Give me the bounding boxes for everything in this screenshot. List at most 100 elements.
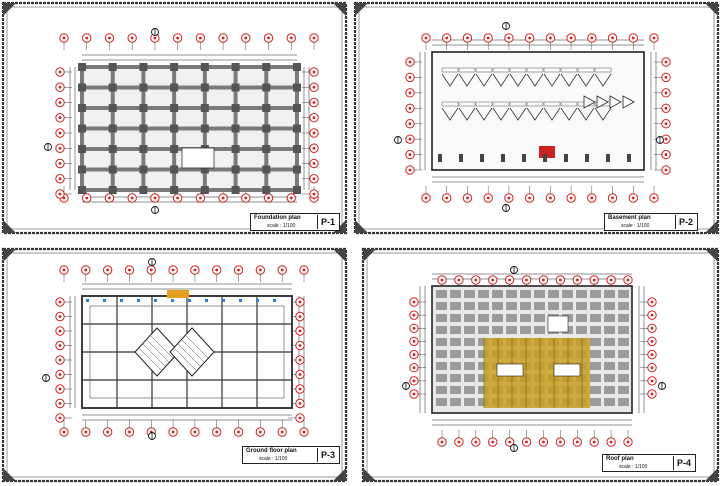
- pad-footing: [170, 104, 179, 112]
- grid-bubble-dot: [542, 278, 545, 282]
- roof-tile: [478, 314, 489, 322]
- grid-bubble-dot: [542, 440, 545, 444]
- pad-footing: [200, 186, 209, 194]
- roof-tile: [464, 386, 475, 394]
- grid-bubble-dot: [424, 196, 428, 200]
- parking-bay: [509, 107, 527, 121]
- grid-bubble-dot: [289, 36, 293, 40]
- grid-bubble-dot: [237, 268, 240, 272]
- pad-footing: [170, 83, 179, 92]
- sheet-foundation-plan[interactable]: Foundation plan scale : 1/100 P-1: [1, 1, 348, 235]
- grid-bubble-dot: [149, 268, 153, 272]
- grid-bubble-dot: [312, 116, 316, 120]
- roof-tile: [604, 338, 615, 346]
- entrance-canopy: [167, 290, 189, 298]
- roof-tile: [478, 398, 489, 406]
- grid-bubble-dot: [244, 36, 248, 40]
- pad-footing: [262, 145, 271, 153]
- pad-footing: [231, 145, 240, 153]
- pad-footing: [231, 63, 240, 71]
- roof-tile: [562, 290, 573, 298]
- roof-tile: [590, 386, 601, 394]
- grid-bubble-dot: [176, 36, 180, 40]
- sheet-ground-floor-plan[interactable]: Ground floor plan scale : 1/100 P-3: [1, 247, 348, 483]
- window-mark: [137, 299, 140, 302]
- roof-tile: [604, 302, 615, 310]
- pad-footing: [170, 165, 179, 174]
- stair-tread: [173, 347, 197, 371]
- parking-stall: [526, 67, 544, 73]
- pad-footing: [293, 124, 301, 133]
- grid-bubble-dot: [650, 326, 654, 330]
- parking-stall: [560, 67, 578, 73]
- roof-tile: [492, 302, 503, 310]
- column: [480, 154, 484, 162]
- grid-bubble-dot: [215, 430, 219, 434]
- column: [606, 154, 610, 162]
- grid-bubble-dot: [611, 36, 614, 40]
- pad-footing: [293, 83, 301, 92]
- pad-footing: [293, 63, 301, 71]
- grid-bubble-dot: [312, 177, 316, 181]
- foundation-plan-drawing: [1, 1, 348, 235]
- grid-bubble-dot: [525, 278, 528, 282]
- grid-bubble-dot: [62, 268, 66, 272]
- grid-bubble-dot: [569, 36, 573, 40]
- sheet-scale: scale : 1/100: [621, 223, 650, 229]
- grid-bubble-dot: [507, 196, 511, 200]
- grid-bubble-dot: [650, 379, 654, 383]
- corner-mark: [355, 3, 368, 16]
- roof-tile: [618, 398, 629, 406]
- parking-bay: [594, 107, 612, 121]
- column: [543, 154, 547, 162]
- grid-bubble-dot: [507, 36, 511, 40]
- roof-tile: [464, 398, 475, 406]
- grid-bubble-dot: [408, 137, 412, 141]
- ramp-arrow: [596, 95, 609, 109]
- grid-bubble-dot: [664, 106, 668, 110]
- grid-bubble-dot: [58, 85, 62, 89]
- grid-bubble-dot: [258, 430, 262, 434]
- grid-bubble-dot: [652, 196, 656, 200]
- grid-bubble-dot: [412, 340, 416, 343]
- grid-bubble-dot: [590, 36, 594, 40]
- roof-tile: [576, 302, 587, 310]
- grid-bubble-dot: [193, 430, 197, 434]
- grid-bubble-dot: [153, 36, 157, 40]
- grid-bubble-dot: [84, 430, 88, 434]
- parking-stall: [509, 67, 527, 73]
- roof-tile: [618, 290, 629, 298]
- parking-bay: [560, 73, 578, 87]
- grid-bubble-dot: [267, 36, 270, 40]
- roof-tile: [506, 314, 517, 322]
- roof-tile: [618, 338, 629, 346]
- grid-bubble-dot: [626, 278, 630, 282]
- roof-tile: [478, 302, 489, 310]
- title-block: Roof plan scale : 1/100 P-4: [602, 454, 696, 472]
- roof-tile: [590, 350, 601, 358]
- grid-bubble-dot: [221, 36, 225, 40]
- roof-tile: [492, 314, 503, 322]
- sheet-basement-plan[interactable]: Basement plan scale : 1/100 P-2: [353, 1, 720, 235]
- parking-bay: [543, 73, 561, 87]
- parking-bay: [543, 107, 561, 121]
- roof-tile: [478, 386, 489, 394]
- pad-footing: [262, 186, 271, 194]
- grid-bubble-dot: [62, 36, 66, 40]
- grid-bubble-dot: [171, 268, 175, 272]
- grid-bubble-dot: [440, 278, 444, 282]
- parking-bay: [526, 107, 544, 121]
- roof-tile: [506, 290, 517, 298]
- roof-tile: [604, 350, 615, 358]
- sheet-roof-plan[interactable]: Roof plan scale : 1/100 P-4: [361, 247, 720, 483]
- grid-bubble-dot: [466, 196, 469, 200]
- grid-bubble-dot: [408, 122, 412, 126]
- parking-stall: [492, 67, 510, 73]
- pad-footing: [231, 83, 240, 92]
- pad-footing: [200, 124, 209, 133]
- grid-bubble-dot: [58, 116, 62, 120]
- roof-tile: [450, 362, 461, 370]
- roof-tile: [618, 350, 629, 358]
- window-mark: [154, 299, 157, 302]
- corner-mark: [333, 468, 346, 481]
